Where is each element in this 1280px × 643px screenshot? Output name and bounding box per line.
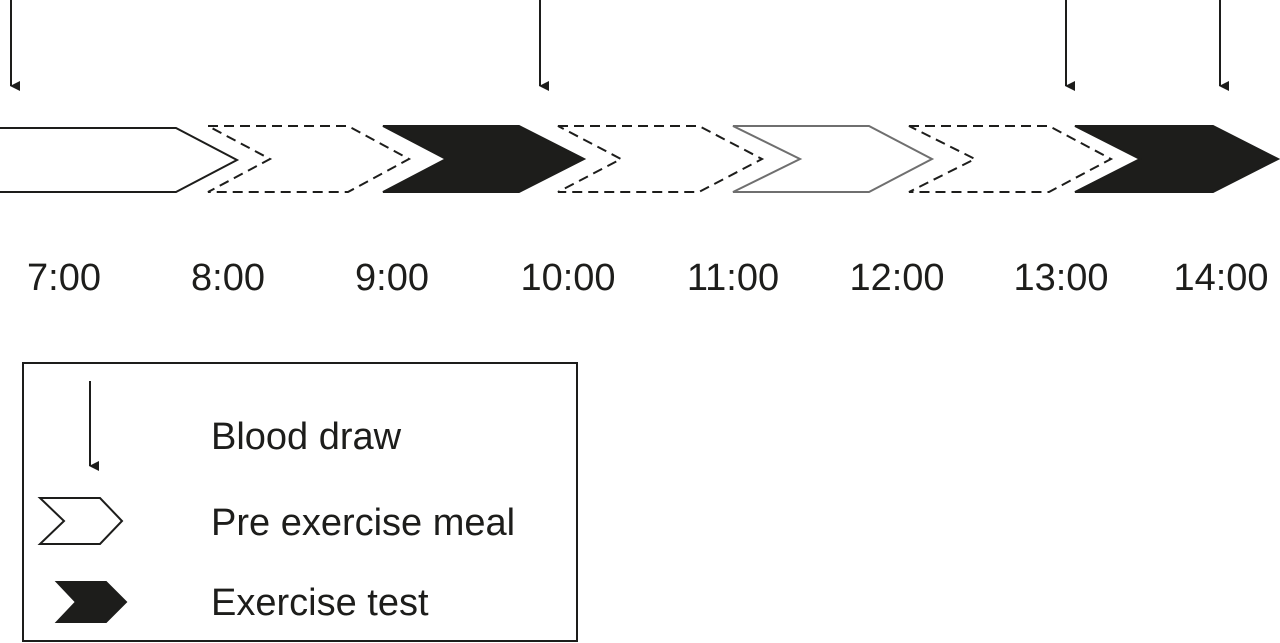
exercise-test-chevron — [382, 125, 587, 193]
time-label: 10:00 — [520, 257, 615, 299]
time-label: 7:00 — [27, 257, 101, 299]
exercise-test-legend-icon — [54, 581, 128, 623]
pre-exercise-meal-chevron — [732, 125, 935, 193]
time-label: 13:00 — [1013, 257, 1108, 299]
timeline-chevrons — [0, 125, 1280, 193]
legend-label-blood-draw: Blood draw — [211, 416, 402, 458]
legend: Blood draw Pre exercise meal Exercise te… — [22, 362, 578, 642]
time-label: 14:00 — [1173, 257, 1268, 299]
time-label: 12:00 — [849, 257, 944, 299]
waiting-period-chevron — [207, 125, 412, 193]
exercise-test-chevron — [1074, 125, 1280, 193]
legend-label-exercise-test: Exercise test — [211, 582, 429, 624]
legend-label-pre-exercise-meal: Pre exercise meal — [211, 502, 515, 544]
time-label: 9:00 — [355, 257, 429, 299]
blood-draw-arrows — [10, 0, 1229, 91]
pre-exercise-meal-legend-icon — [37, 497, 124, 545]
pre-exercise-meal-chevron — [0, 127, 240, 193]
waiting-period-chevron — [557, 125, 765, 193]
waiting-period-chevron — [908, 125, 1114, 193]
time-label: 8:00 — [191, 257, 265, 299]
time-axis: 7:00 8:00 9:00 10:00 11:00 12:00 13:00 1… — [27, 257, 1269, 299]
time-label: 11:00 — [687, 257, 779, 299]
